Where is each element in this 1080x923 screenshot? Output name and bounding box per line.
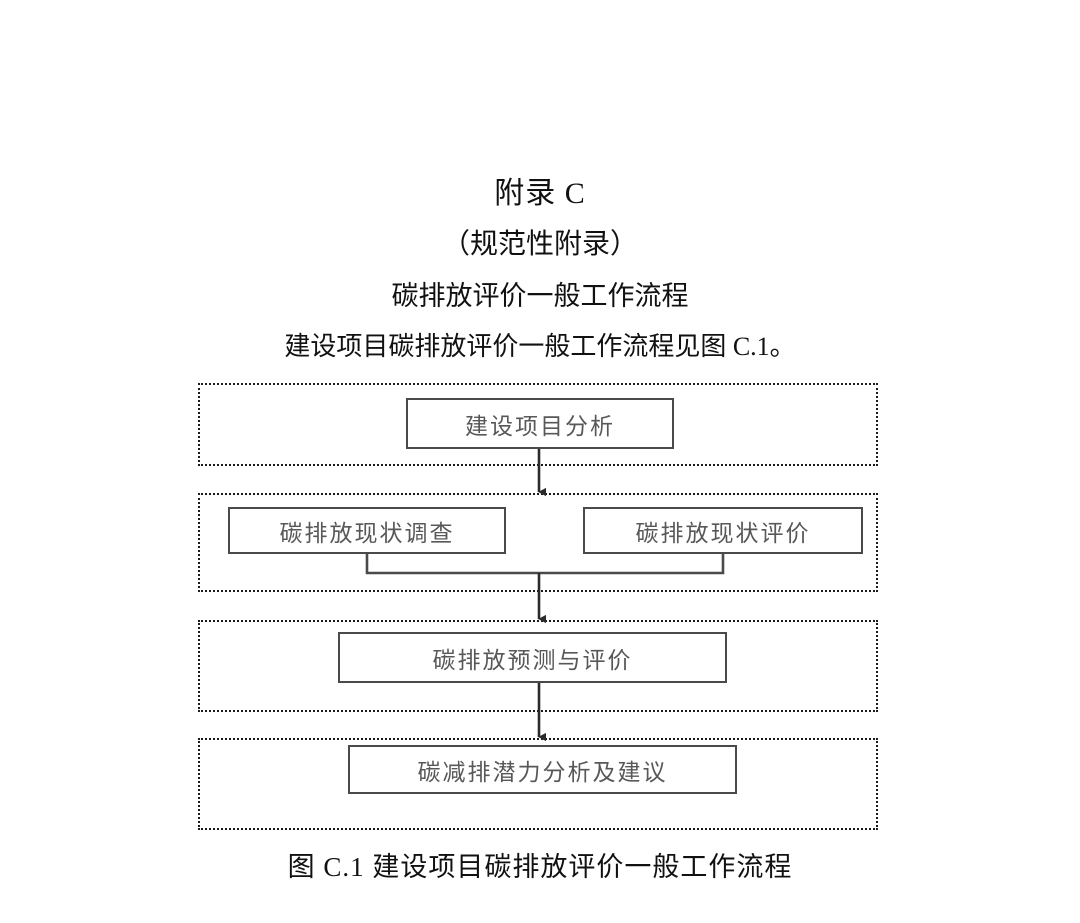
- appendix-topic-heading: 碳排放评价一般工作流程: [391, 281, 689, 311]
- intro-paragraph: 建设项目碳排放评价一般工作流程见图 C.1。: [284, 332, 796, 361]
- flow-node-emission-status-survey: 碳排放现状调查: [228, 507, 506, 554]
- appendix-type-heading: （规范性附录）: [441, 229, 638, 260]
- flow-node-emission-status-evaluation: 碳排放现状评价: [583, 507, 863, 554]
- flow-node-reduction-potential-recommendation: 碳减排潜力分析及建议: [348, 745, 737, 794]
- appendix-heading: 附录 C: [494, 177, 586, 210]
- flow-stage-4: [198, 738, 878, 830]
- flow-node-emission-forecast-evaluation: 碳排放预测与评价: [338, 632, 727, 683]
- flow-node-construction-project-analysis: 建设项目分析: [406, 398, 674, 449]
- figure-caption: 图 C.1 建设项目碳排放评价一般工作流程: [287, 852, 793, 882]
